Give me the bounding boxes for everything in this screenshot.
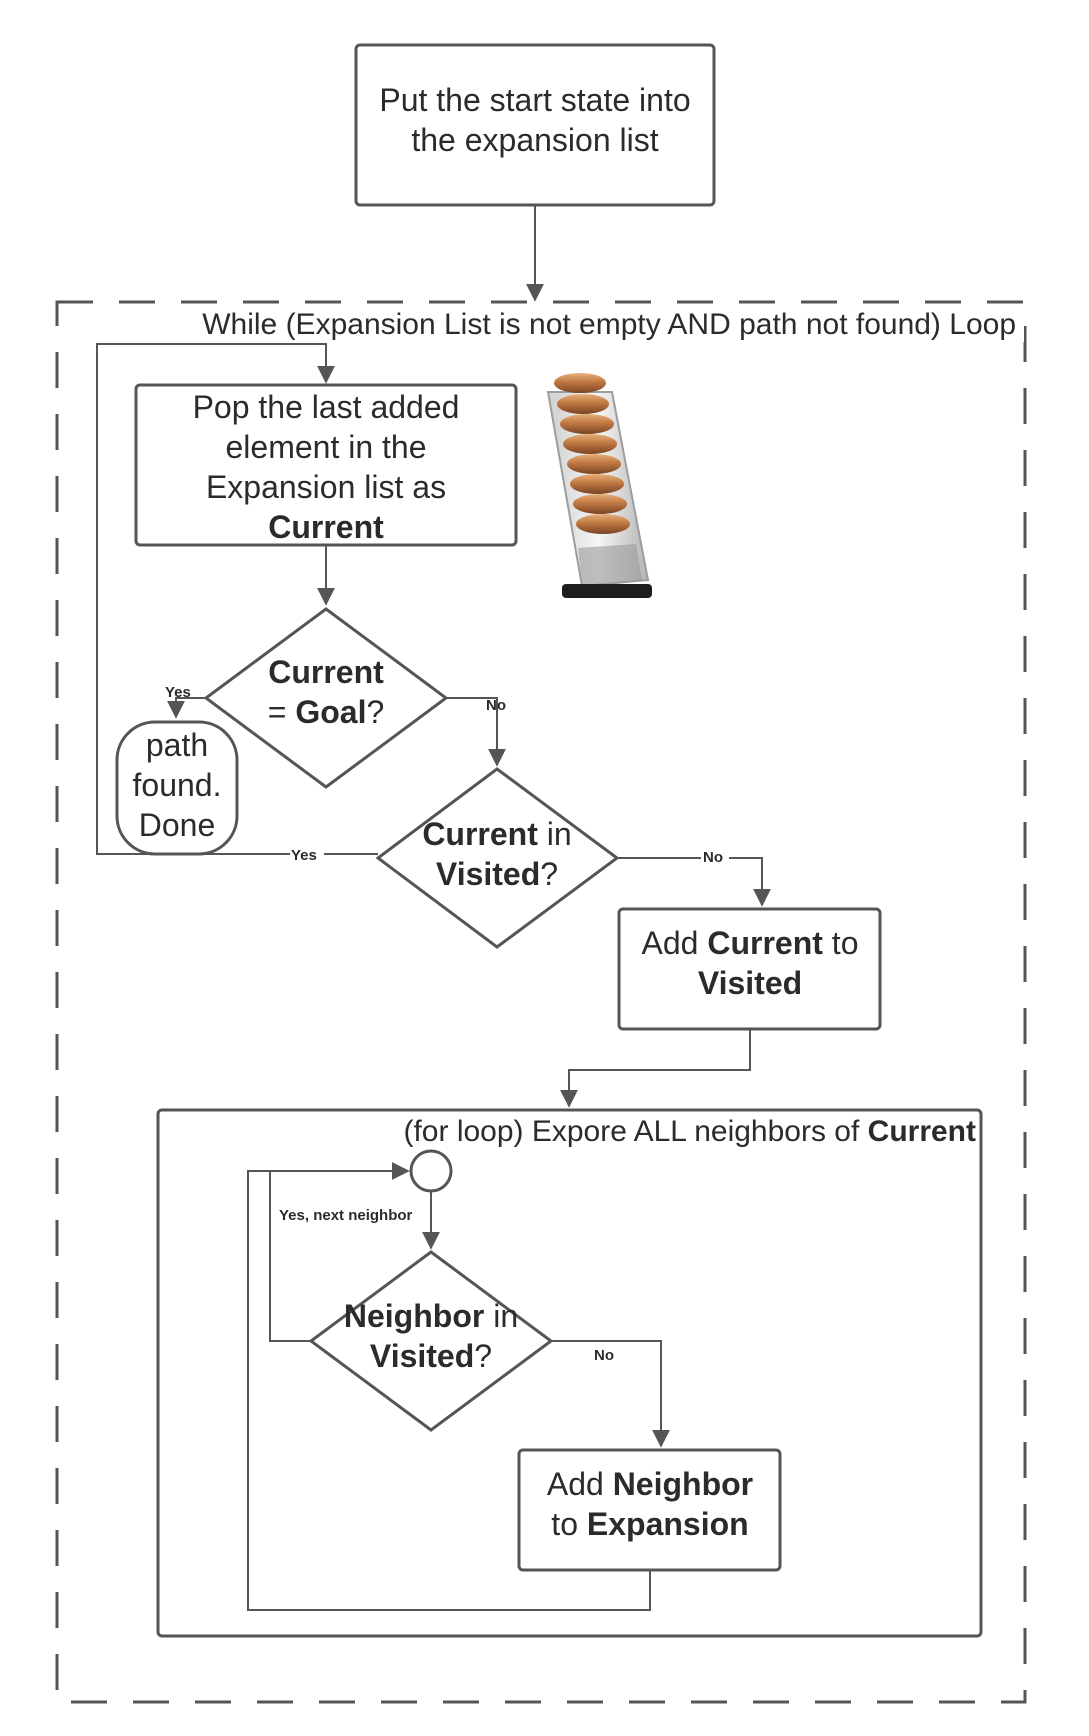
neighbor-yes-line — [269, 1162, 410, 1342]
done-line3: Done — [139, 807, 216, 843]
goal-no-label: No — [486, 697, 506, 714]
start-box-line2: the expansion list — [411, 122, 658, 158]
add-current-line2: Visited — [698, 965, 802, 1001]
goal-yes-line — [167, 697, 206, 719]
neighbor-check-line1: Neighbor in — [344, 1298, 518, 1334]
pop-box-line1: Pop the last added — [193, 389, 460, 425]
neighbor-no-label: No — [594, 1347, 614, 1364]
neighbor-no-line — [551, 1340, 670, 1448]
add-neighbor-line1: Add Neighbor — [547, 1466, 753, 1502]
done-line1: path — [146, 727, 208, 763]
pop-box-line2: element in the — [225, 429, 426, 465]
visited-no-line — [617, 857, 771, 907]
neighbor-check-line2: Visited? — [370, 1338, 492, 1374]
goal-check-line2: = Goal? — [268, 694, 385, 730]
pistol-magazine-photo — [546, 373, 652, 598]
add-current-to-for-arrow — [560, 1029, 751, 1108]
visited-no-label: No — [703, 849, 723, 866]
neighbor-check-diamond — [308, 1250, 554, 1432]
add-current-line1: Add Current to — [642, 925, 859, 961]
goal-no-line — [446, 697, 506, 767]
visited-check-line1: Current in — [422, 816, 571, 852]
goal-yes-label: Yes — [165, 684, 191, 701]
for-loop-frame — [156, 1108, 983, 1638]
done-box — [115, 720, 239, 856]
done-line2: found. — [133, 767, 222, 803]
visited-yes-label: Yes — [291, 847, 317, 864]
for-loop-title: (for loop) Expore ALL neighbors of Curre… — [403, 1115, 976, 1148]
pop-box-line3: Expansion list as — [206, 469, 446, 505]
add-neighbor-line2: to Expansion — [551, 1506, 748, 1542]
while-loop-title: While (Expansion List is not empty AND p… — [202, 308, 1016, 341]
goal-check-diamond — [203, 607, 449, 789]
next-neighbor-label: Yes, next neighbor — [279, 1207, 413, 1224]
pop-box-line4: Current — [268, 509, 384, 545]
goal-check-line1: Current — [268, 654, 384, 690]
visited-check-diamond — [375, 767, 620, 949]
add-neighbor-loop-line — [247, 1170, 651, 1611]
visited-check-line2: Visited? — [436, 856, 558, 892]
loop-junction-circle — [409, 1149, 453, 1193]
while-loop-frame — [55, 300, 1027, 1704]
start-box-line1: Put the start state into — [379, 82, 690, 118]
